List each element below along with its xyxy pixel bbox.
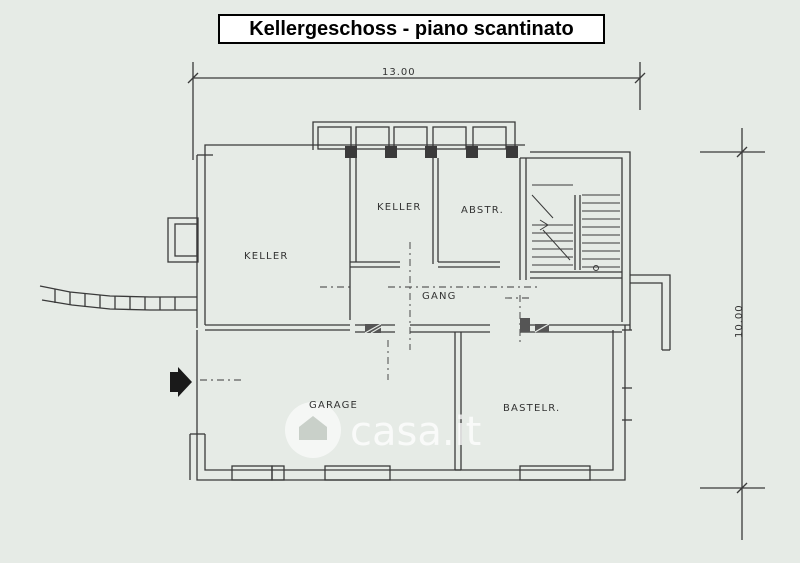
watermark-text: casa.it — [350, 409, 481, 455]
pillars — [345, 146, 518, 158]
light-well-bays — [312, 121, 516, 152]
axis-lines — [200, 242, 540, 381]
plan-title: Kellergeschoss - piano scantinato — [218, 14, 605, 44]
room-label-keller-main: KELLER — [244, 251, 289, 262]
height-dimension-label: 10.00 — [734, 304, 745, 338]
watermark: casa.it — [285, 402, 481, 458]
width-dimension-label: 13.00 — [382, 67, 416, 78]
room-label-gang: GANG — [422, 291, 457, 302]
flue-symbols — [364, 318, 550, 334]
height-dimension-line — [700, 128, 765, 540]
interior-walls — [205, 158, 630, 471]
room-label-bastelr: BASTELR. — [503, 403, 560, 414]
external-path — [39, 285, 197, 311]
left-window-box — [167, 217, 199, 263]
right-external-wall — [630, 274, 671, 351]
room-label-abstr: ABSTR. — [461, 205, 504, 216]
entrance-arrow-icon — [170, 367, 192, 397]
room-label-keller-small: KELLER — [377, 202, 422, 213]
stair-treads — [531, 184, 620, 271]
room-label-garage: GARAGE — [309, 400, 358, 411]
bottom-windows — [231, 465, 591, 481]
width-dimension-line — [187, 62, 646, 160]
